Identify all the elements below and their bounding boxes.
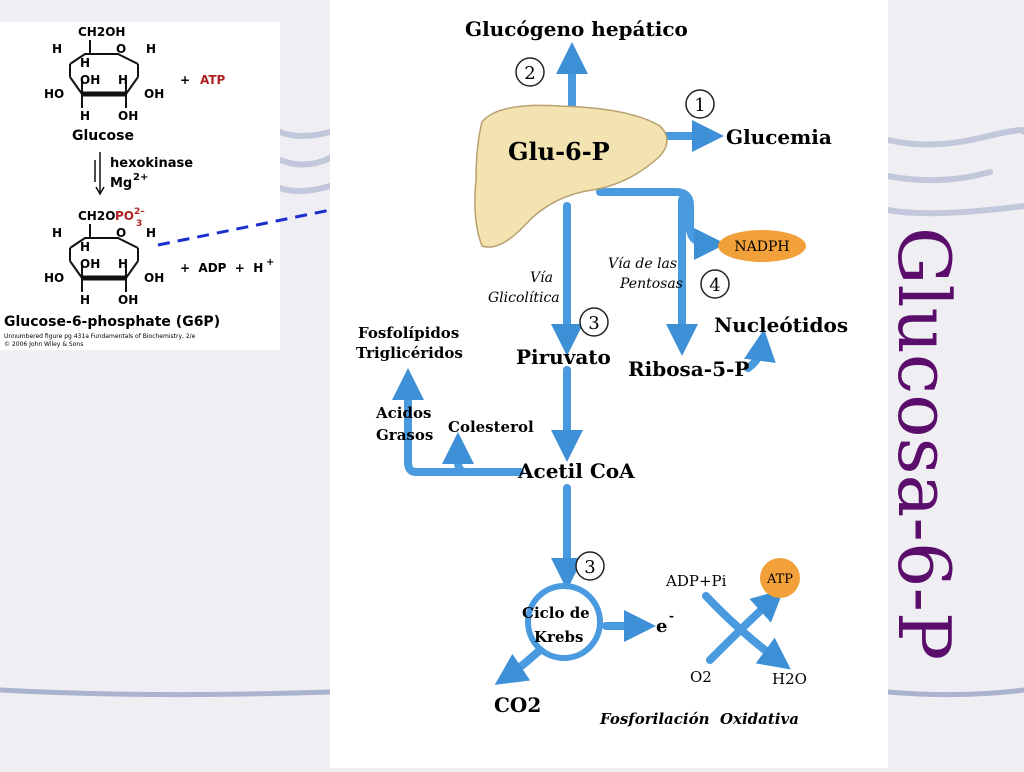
glucose-ring-o: O <box>116 42 126 56</box>
enzyme-cofactor: Mg <box>110 176 132 191</box>
g6p-ring <box>69 224 139 292</box>
g6p-h: H <box>118 257 128 271</box>
oxphos-label: Fosforilación Oxidativa <box>599 710 799 728</box>
glycolysis-label: Vía <box>530 270 553 286</box>
arrow-to-nadph <box>596 188 726 260</box>
g6p-po3-sub: 3 <box>136 219 142 229</box>
decorative-stripes <box>0 127 1024 698</box>
glucose-ho: HO <box>44 87 64 101</box>
g6p-h-charge: + <box>266 257 274 268</box>
step-3b-circle <box>575 551 605 581</box>
arrow-to-lipids <box>392 368 524 476</box>
glucose-h: H <box>118 73 128 87</box>
g6p-h: H <box>80 240 90 254</box>
krebs-label: Krebs <box>534 628 583 646</box>
glucose-ring <box>69 40 139 108</box>
nadph-badge <box>718 230 806 262</box>
step-number: 2 <box>524 63 535 84</box>
glucose-oh: OH <box>144 87 164 101</box>
fatty-acids-label: Acidos <box>375 404 431 422</box>
co2-label: CO2 <box>494 693 541 717</box>
flow-arrows <box>392 42 791 685</box>
glucose-name: Glucose <box>72 128 134 144</box>
triglycerides-label: Triglicéridos <box>356 344 463 362</box>
krebs-label: Ciclo de <box>522 604 590 622</box>
center-label: Glu-6-P <box>508 137 610 166</box>
electron-charge: - <box>669 609 674 623</box>
credit-line: Unnumbered figure pg 431a Fundamentals o… <box>4 333 196 340</box>
step-number: 4 <box>709 275 720 296</box>
pyruvate-label: Piruvato <box>516 345 611 369</box>
glucose-atp: ATP <box>200 73 226 87</box>
g6p-ho: HO <box>44 271 64 285</box>
g6p-oh: OH <box>118 293 138 307</box>
g6p-ch2o: CH2O <box>78 209 115 223</box>
pentose-label: Pentosas <box>619 276 683 292</box>
enzyme-cofactor-charge: 2+ <box>133 172 148 183</box>
g6p-h: H <box>80 293 90 307</box>
step-1-circle <box>685 89 715 119</box>
ribose-label: Ribosa-5-P <box>628 357 749 381</box>
glycogen-label: Glucógeno hepático <box>465 17 688 41</box>
o2-label: O2 <box>690 668 712 686</box>
glucose-h: H <box>80 109 90 123</box>
enzyme-name: hexokinase <box>110 156 193 171</box>
pathway-diagram: NADPH ATP 2 1 3 4 3 Glucógeno hepático G… <box>330 0 888 768</box>
slide-title: Glucosa-6-P <box>882 227 966 660</box>
arrow-to-nucleotides <box>744 329 776 372</box>
g6p-po3-charge: 2– <box>134 207 145 217</box>
glucose-plus: + <box>180 73 190 87</box>
step-2-circle <box>515 57 545 87</box>
g6p-name: Glucose-6-phosphate (G6P) <box>4 314 220 330</box>
step-number: 3 <box>588 313 599 334</box>
atp-badge-label: ATP <box>766 572 793 587</box>
step-4-circle <box>700 269 730 299</box>
g6p-products: + ADP + H <box>180 261 263 275</box>
phospholipids-label: Fosfolípidos <box>358 324 459 342</box>
step-number: 3 <box>584 557 595 578</box>
g6p-oh: OH <box>144 271 164 285</box>
g6p-oh: OH <box>80 257 100 271</box>
glucose-h: H <box>52 42 62 56</box>
electron-label: e <box>656 616 667 637</box>
arrow-oxphos-2 <box>706 589 784 664</box>
nucleotides-label: Nucleótidos <box>714 313 848 337</box>
g6p-h: H <box>146 226 156 240</box>
step-number: 1 <box>694 95 705 116</box>
arrow-to-cholesterol <box>442 432 524 476</box>
acetyl-coa-label: Acetil CoA <box>517 459 635 483</box>
glucose-h: H <box>80 56 90 70</box>
credit-line: © 2006 John Wiley & Sons <box>4 341 83 348</box>
equilibrium-arrow <box>94 152 105 196</box>
g6p-ring-o: O <box>116 226 126 240</box>
g6p-h: H <box>52 226 62 240</box>
glycolysis-label: Glicolítica <box>488 290 560 306</box>
atp-badge <box>760 558 800 598</box>
h2o-label: H2O <box>772 670 807 688</box>
glucose-oh: OH <box>80 73 100 87</box>
g6p-po3: PO <box>115 209 134 223</box>
structure-figure: CH2OH O H H H OH H HO OH H OH + ATP Gluc… <box>0 22 280 350</box>
cholesterol-label: Colesterol <box>448 418 534 436</box>
pentose-label: Vía de las <box>608 256 677 272</box>
fatty-acids-label: Grasos <box>376 426 433 444</box>
nadph-label: NADPH <box>734 239 789 255</box>
slide-title-text: Glucosa-6-P <box>882 227 966 660</box>
glucose-h: H <box>146 42 156 56</box>
step-3-circle <box>579 307 609 337</box>
glycemia-label: Glucemia <box>726 125 832 149</box>
arrow-to-co2 <box>494 646 544 685</box>
liver-shape <box>474 104 668 248</box>
glucose-oh: OH <box>118 109 138 123</box>
krebs-cycle-circle <box>525 583 603 661</box>
step-numbers <box>515 57 730 581</box>
adp-pi-label: ADP+Pi <box>665 572 727 590</box>
glucose-ch2oh: CH2OH <box>78 25 125 39</box>
